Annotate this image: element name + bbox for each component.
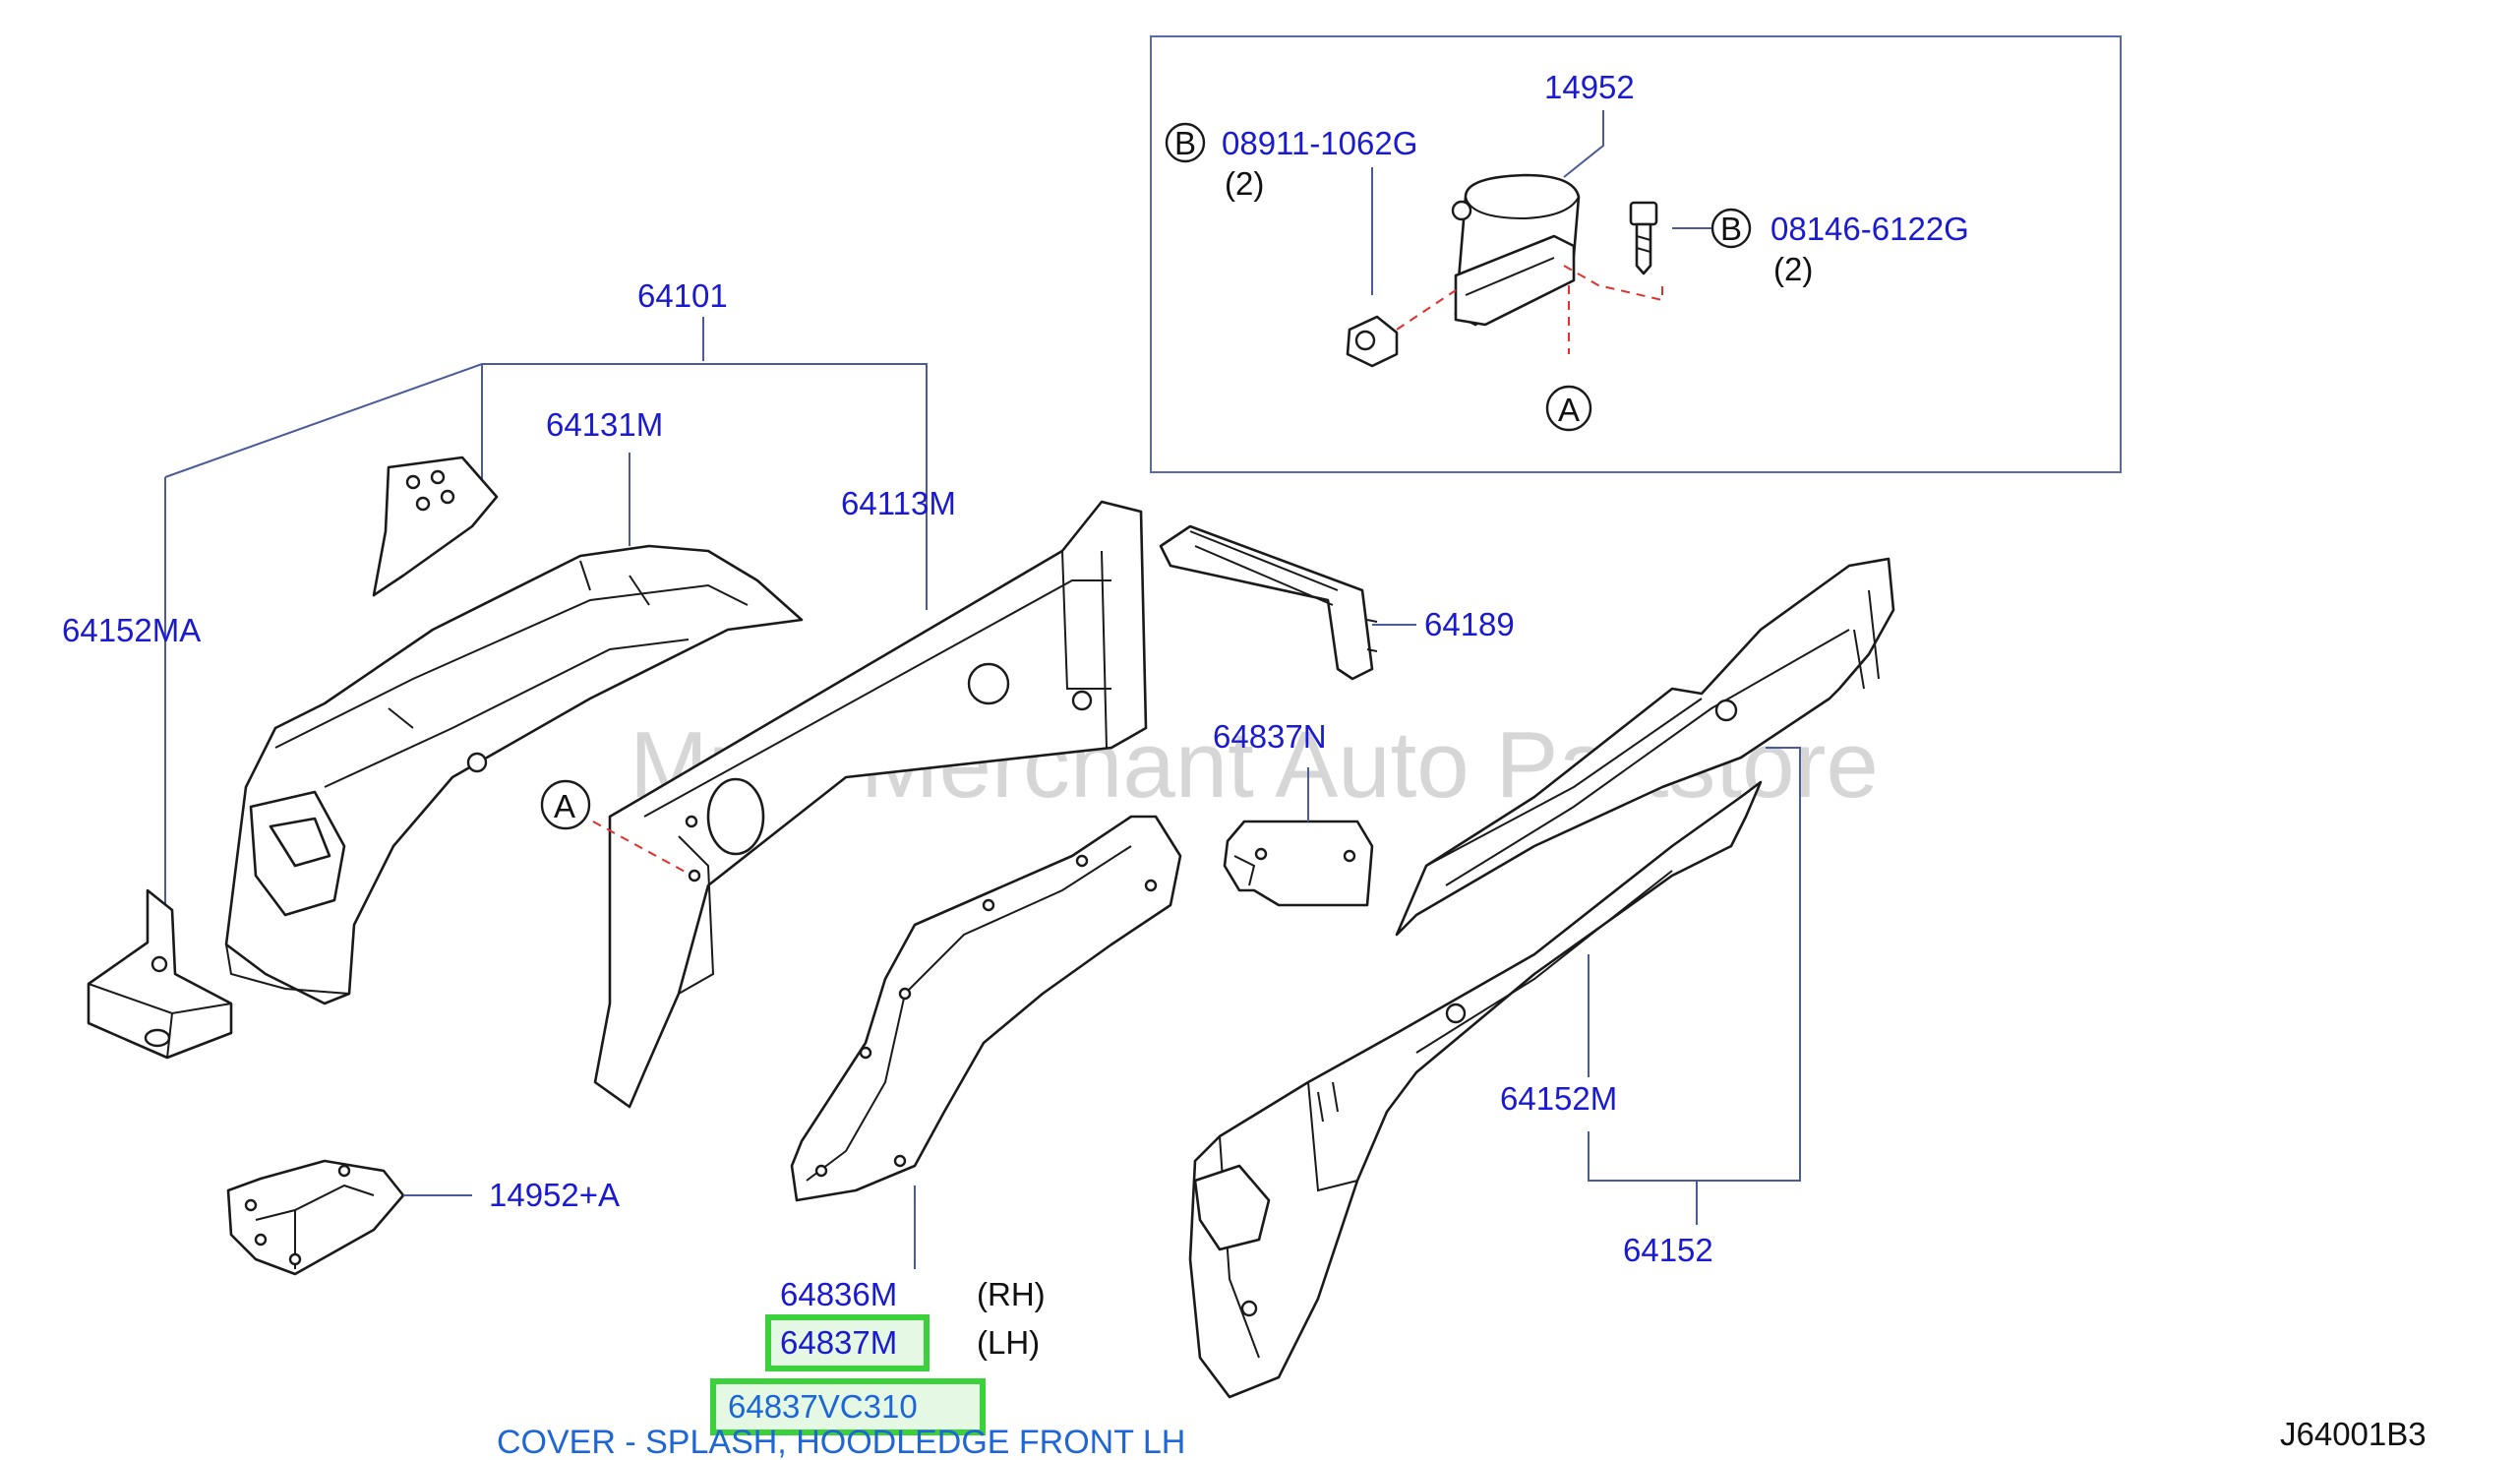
part-64189-drawing bbox=[1159, 524, 1378, 681]
part-upper-rail-drawing bbox=[224, 544, 804, 1005]
inset-panel: 14952 B 08911-1062G (2) B 08146-6122G (2… bbox=[1150, 35, 2122, 473]
part-description-caption: COVER - SPLASH, HOODLEDGE FRONT LH bbox=[497, 1424, 1185, 1460]
part-14952a-drawing bbox=[226, 1159, 405, 1276]
bolt-left-qty: (2) bbox=[1225, 165, 1264, 202]
bolt-left-label[interactable]: 08911-1062G bbox=[1222, 125, 1417, 161]
part-side-member-lower-drawing bbox=[1188, 780, 1763, 1399]
ref-a-main-circle bbox=[540, 779, 591, 830]
part-splash-cover-drawing bbox=[790, 815, 1182, 1202]
label-64189[interactable]: 64189 bbox=[1424, 606, 1515, 642]
side-lh: (LH) bbox=[977, 1324, 1040, 1361]
ref-b-right-circle bbox=[1710, 208, 1752, 249]
label-64837m[interactable]: 64837M bbox=[780, 1324, 897, 1361]
label-64152[interactable]: 64152 bbox=[1623, 1232, 1713, 1268]
label-64837vc310[interactable]: 64837VC310 bbox=[728, 1388, 918, 1425]
bolt-right-label[interactable]: 08146-6122G bbox=[1770, 211, 1969, 247]
part-bracket-ma-drawing bbox=[87, 888, 233, 1060]
highlight-64837m bbox=[765, 1314, 930, 1371]
label-64131m[interactable]: 64131M bbox=[546, 406, 663, 443]
inset-part-label[interactable]: 14952 bbox=[1544, 69, 1635, 105]
label-64113m[interactable]: 64113M bbox=[841, 485, 956, 521]
diagram-code: J64001B3 bbox=[2280, 1416, 2427, 1452]
label-64152ma[interactable]: 64152MA bbox=[62, 612, 201, 648]
highlight-64837vc310 bbox=[710, 1378, 986, 1435]
ref-b-left-text: B bbox=[1174, 125, 1196, 161]
clamp-bracket-drawing bbox=[1346, 173, 1663, 368]
ref-a-main-text: A bbox=[554, 788, 575, 824]
ref-a-inset-text: A bbox=[1558, 392, 1580, 428]
ref-b-left-circle bbox=[1165, 122, 1206, 163]
bolt-right-qty: (2) bbox=[1773, 251, 1813, 287]
label-14952a[interactable]: 14952+A bbox=[489, 1177, 620, 1213]
part-side-member-upper-drawing bbox=[1395, 557, 1895, 937]
ref-a-inset-circle bbox=[1545, 385, 1592, 432]
label-64836m[interactable]: 64836M bbox=[780, 1276, 897, 1312]
part-gusset-drawing bbox=[372, 456, 499, 597]
side-rh: (RH) bbox=[977, 1276, 1046, 1312]
label-64101[interactable]: 64101 bbox=[637, 277, 728, 314]
label-64837n[interactable]: 64837N bbox=[1213, 718, 1327, 755]
part-64837n-drawing bbox=[1223, 820, 1374, 907]
part-hoodledge-drawing bbox=[593, 500, 1148, 1109]
label-64152m[interactable]: 64152M bbox=[1500, 1080, 1617, 1117]
ref-b-right-text: B bbox=[1720, 211, 1742, 247]
